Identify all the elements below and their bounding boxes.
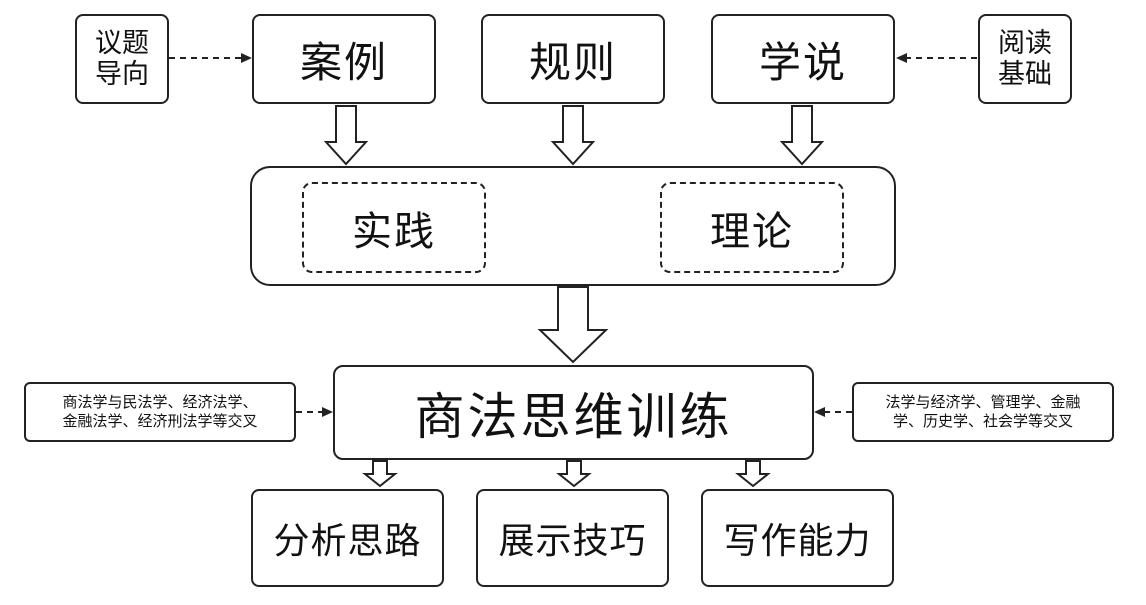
doctrine-box: 学说: [711, 14, 895, 104]
issue-oriented-box: 议题 导向: [75, 14, 169, 104]
doctrine-label: 学说: [758, 37, 847, 87]
arrowhead-right-top: [896, 53, 907, 63]
down-arrow-case: [323, 105, 369, 166]
arrowhead-left-center: [322, 407, 333, 417]
output-presentation-box: 展示技巧: [476, 489, 669, 587]
output-analysis-label: 分析思路: [273, 521, 422, 562]
reading-basis-box: 阅读 基础: [978, 14, 1072, 104]
practice-box: 实践: [302, 182, 486, 273]
output-presentation-label: 展示技巧: [498, 521, 647, 562]
output-writing-box: 写作能力: [701, 489, 894, 587]
left-crossdiscipline-line2: 金融法学、经济刑法学等交叉: [62, 412, 258, 430]
down-arrow-doctrine: [779, 105, 825, 166]
rule-box: 规则: [481, 14, 665, 104]
down-arrow-main: [537, 286, 609, 364]
right-crossdiscipline-line2: 学、历史学、社会学等交叉: [892, 412, 1073, 430]
theory-box: 理论: [660, 182, 844, 273]
theory-label: 理论: [710, 208, 794, 255]
right-crossdiscipline-line1: 法学与经济学、管理学、金融: [885, 393, 1081, 411]
practice-label: 实践: [352, 208, 436, 255]
reading-basis-line1: 阅读: [998, 28, 1052, 59]
down-arrow-rule: [550, 105, 596, 166]
center-title-box: 商法思维训练: [333, 365, 814, 460]
down-arrow-output-2: [556, 460, 592, 488]
down-arrow-output-1: [362, 460, 398, 488]
left-crossdiscipline-box: 商法学与民法学、经济法学、 金融法学、经济刑法学等交叉: [24, 382, 296, 442]
output-analysis-box: 分析思路: [251, 489, 444, 587]
rule-label: 规则: [528, 37, 617, 87]
integration-box: [250, 166, 896, 286]
arrowhead-left-top: [241, 53, 252, 63]
issue-oriented-line1: 议题: [95, 28, 149, 59]
down-arrow-output-3: [735, 460, 771, 488]
arrowhead-right-center: [814, 407, 825, 417]
center-title: 商法思维训练: [414, 387, 733, 446]
left-crossdiscipline-line1: 商法学与民法学、经济法学、: [62, 393, 258, 411]
case-label: 案例: [299, 37, 388, 87]
output-writing-label: 写作能力: [723, 521, 872, 562]
right-crossdiscipline-box: 法学与经济学、管理学、金融 学、历史学、社会学等交叉: [852, 382, 1114, 442]
reading-basis-line2: 基础: [998, 59, 1052, 90]
case-box: 案例: [252, 14, 436, 104]
issue-oriented-line2: 导向: [95, 59, 149, 90]
